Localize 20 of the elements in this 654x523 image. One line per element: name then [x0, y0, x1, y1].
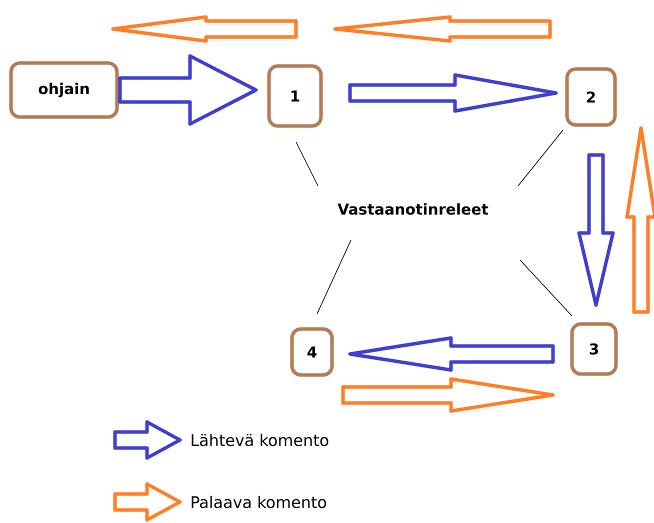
block-arrow — [341, 377, 555, 413]
leader-line — [518, 130, 564, 186]
leader-line — [316, 240, 352, 314]
block-arrow — [118, 54, 258, 126]
relay-box: 4 — [290, 327, 334, 377]
relay-box: 1 — [267, 64, 323, 128]
block-arrow — [348, 73, 558, 113]
block-arrow — [348, 336, 555, 372]
block-arrow — [577, 153, 615, 307]
block-arrow — [333, 15, 552, 43]
relay-label: Vastaanotinreleet — [338, 203, 488, 215]
relay-box: 2 — [565, 67, 617, 127]
legend-text: Lähtevä komento — [192, 434, 328, 446]
relay-box: 3 — [570, 322, 618, 376]
legend-text: Palaava komento — [192, 496, 326, 508]
controller-box: ohjain — [9, 61, 119, 119]
block-arrow — [625, 126, 654, 314]
leader-line — [520, 260, 572, 316]
leader-line — [296, 142, 318, 186]
block-arrow — [111, 15, 298, 43]
